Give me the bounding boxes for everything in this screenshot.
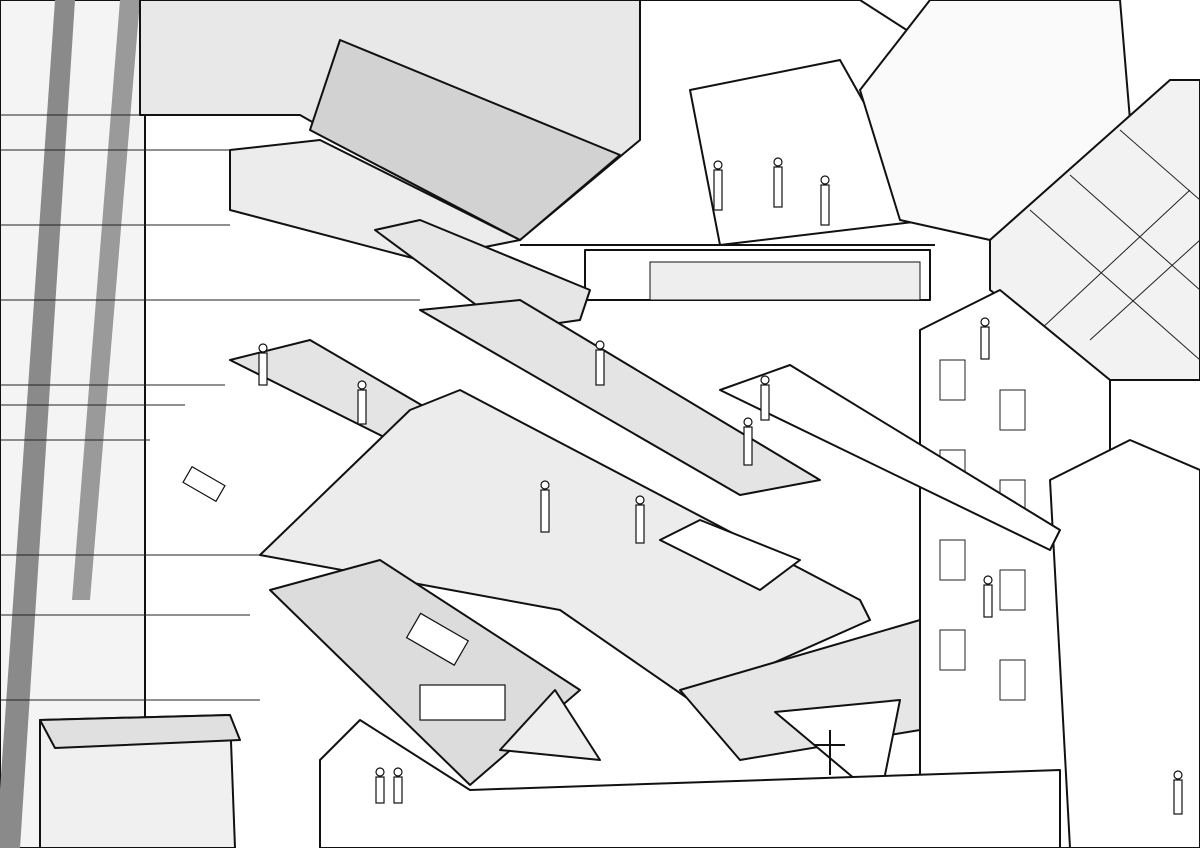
person	[983, 575, 993, 618]
lower-left-volume	[39, 714, 241, 848]
right-residential-block	[859, 0, 1200, 848]
base-building	[319, 719, 1061, 848]
long-bridge	[719, 364, 1061, 551]
vehicles	[182, 465, 506, 721]
stair-landing	[659, 519, 801, 591]
chapel-well	[774, 699, 901, 801]
main-deck	[259, 389, 871, 701]
person	[1173, 770, 1183, 815]
person	[375, 767, 385, 804]
bridge-ramp	[419, 299, 821, 496]
upper-glass-volume	[139, 0, 641, 261]
parking-platform	[269, 559, 581, 786]
person	[357, 380, 367, 425]
library-wedge	[499, 689, 601, 761]
person	[980, 317, 990, 360]
ramps-and-bridges	[229, 219, 1061, 848]
cross-icon	[815, 730, 845, 775]
person	[713, 160, 723, 211]
person	[595, 340, 605, 386]
bus	[419, 684, 506, 721]
person	[820, 175, 830, 226]
person	[393, 767, 403, 804]
person	[258, 343, 268, 386]
person	[760, 375, 770, 421]
person	[773, 157, 783, 208]
car	[182, 465, 226, 503]
people	[258, 157, 1183, 815]
car	[405, 612, 470, 666]
person	[635, 495, 645, 544]
garage-shutter	[649, 261, 921, 301]
left-tower	[0, 0, 420, 848]
person	[743, 417, 753, 466]
person	[540, 480, 550, 533]
diagonal-column	[0, 0, 75, 848]
